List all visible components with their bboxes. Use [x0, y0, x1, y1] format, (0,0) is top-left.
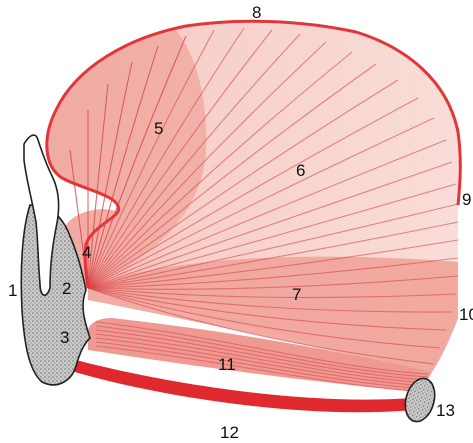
label-6: 6 — [296, 162, 305, 179]
label-12: 12 — [220, 424, 239, 441]
label-13: 13 — [436, 402, 455, 419]
label-2: 2 — [62, 280, 71, 297]
label-8: 8 — [252, 4, 261, 21]
label-1: 1 — [8, 282, 17, 299]
label-11: 11 — [218, 356, 236, 373]
label-3: 3 — [60, 329, 69, 346]
label-7: 7 — [292, 286, 301, 303]
label-5: 5 — [154, 120, 163, 137]
label-9: 9 — [462, 191, 471, 208]
label-4: 4 — [82, 244, 91, 261]
label-10: 10 — [459, 306, 473, 323]
